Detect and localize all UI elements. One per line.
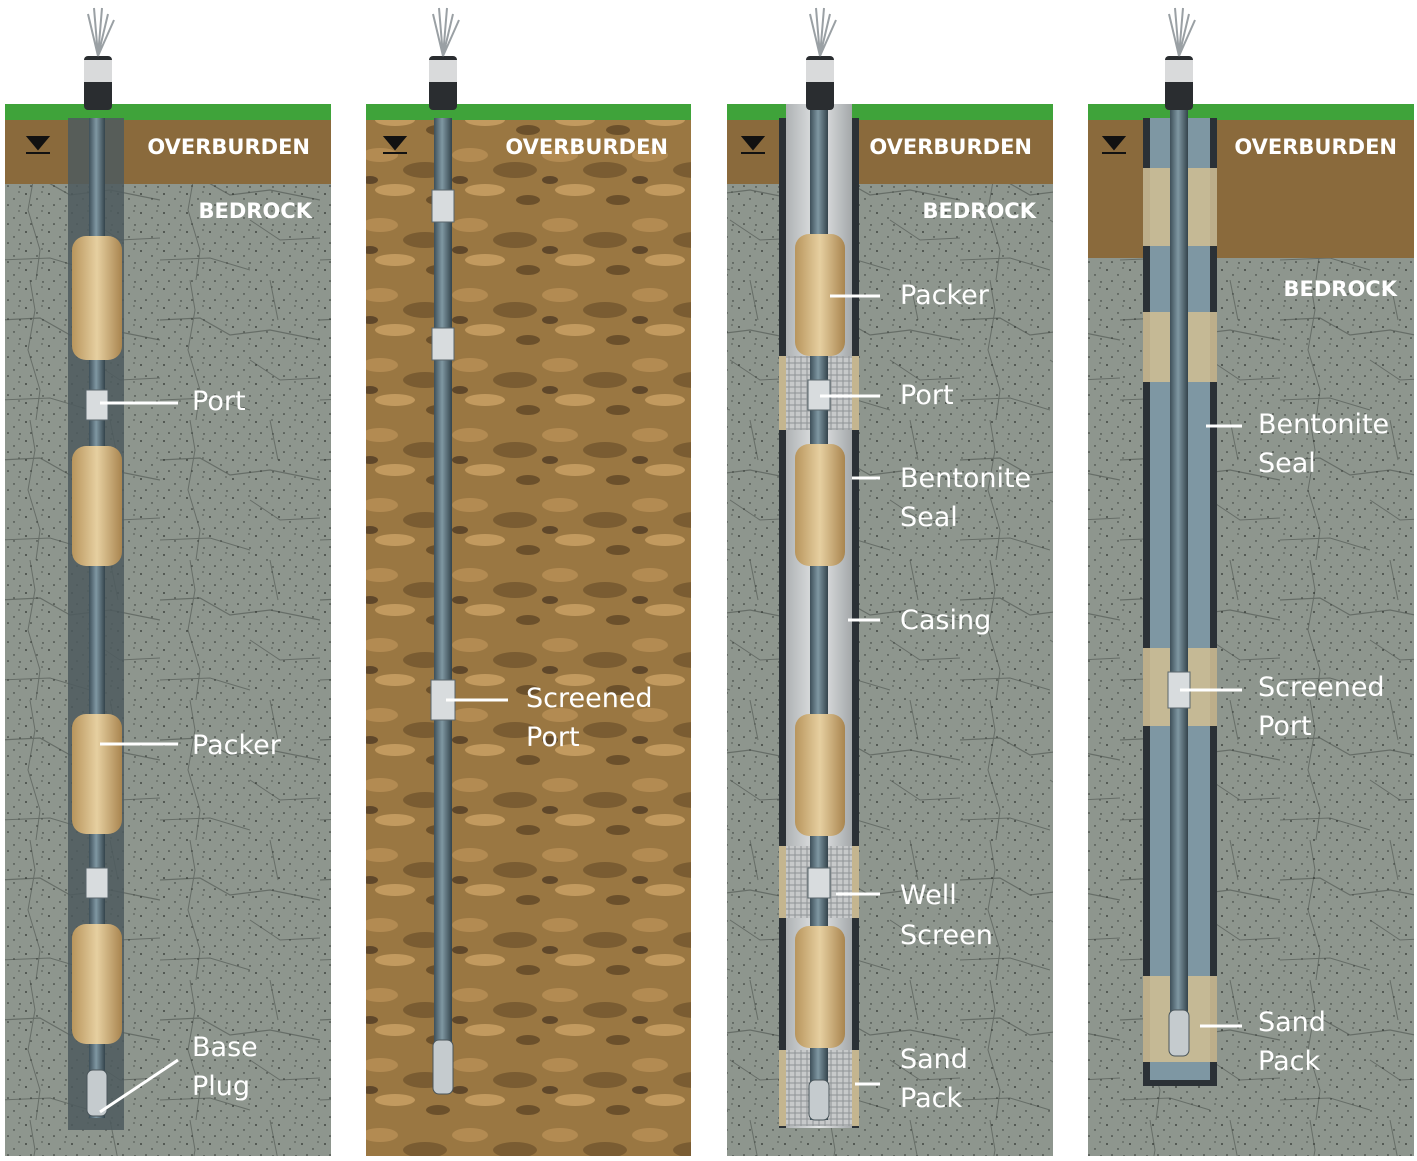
callout-screened-port-line1: Screened <box>526 683 653 714</box>
grass-strip <box>727 104 1053 120</box>
port-fitting-2 <box>85 867 109 899</box>
packer-3 <box>72 714 122 834</box>
riser-pipe <box>1170 104 1188 1054</box>
packer-2 <box>72 446 122 566</box>
coupling-2 <box>431 327 455 361</box>
callout-casing: Casing <box>900 605 991 636</box>
callout-packer: Packer <box>192 730 282 761</box>
callout-sand-pack-line2: Pack <box>1258 1046 1320 1077</box>
callout-screened-port-line2: Port <box>526 722 580 753</box>
tubing-bundle <box>432 7 460 57</box>
overburden-label: OVERBURDEN <box>147 135 310 159</box>
water-table-icon <box>740 136 766 154</box>
sand-pack-3 <box>779 846 786 918</box>
coupling-1 <box>431 189 455 223</box>
riser-pipe <box>434 118 452 1090</box>
overburden-label: OVERBURDEN <box>505 135 668 159</box>
callout-well-screen-line1: Well <box>900 880 957 911</box>
packer-4 <box>795 926 845 1048</box>
callout-sand-pack-line2: Pack <box>900 1083 962 1114</box>
base-plug <box>1168 1009 1190 1057</box>
leader-lines <box>99 294 1242 1114</box>
bedrock-speckle <box>5 182 331 1156</box>
bedrock-speckle <box>727 182 1053 1156</box>
callout-port: Port <box>900 380 954 411</box>
port-fitting-2 <box>807 867 831 899</box>
base-plug <box>432 1039 454 1095</box>
callout-bentonite-seal-line2: Seal <box>900 502 958 533</box>
sand-pack-2 <box>852 356 859 430</box>
tubing-bundle <box>1168 7 1196 57</box>
callout-sand-pack-line1: Sand <box>900 1044 968 1075</box>
bedrock-label: BEDROCK <box>923 199 1037 223</box>
callout-bentonite-seal-line1: Bentonite <box>1258 409 1389 440</box>
overburden-layer <box>5 118 331 184</box>
bedrock-speckle <box>1088 258 1414 1156</box>
bedrock-label: BEDROCK <box>1284 277 1398 301</box>
base-plug <box>86 1069 108 1117</box>
water-table-icon <box>382 136 408 154</box>
callout-base-plug-line1: Base <box>192 1032 258 1063</box>
tubing-bundle <box>87 7 115 57</box>
sand-pack-6 <box>852 1050 859 1126</box>
packer-3 <box>795 714 845 836</box>
overburden-layer <box>1088 118 1414 258</box>
packer-1 <box>795 234 845 356</box>
riser-pipe <box>810 104 828 1120</box>
overburden-label: OVERBURDEN <box>1234 135 1397 159</box>
panel-4 <box>1088 7 1414 1156</box>
panel-1 <box>5 7 331 1156</box>
sand-pack-1 <box>779 356 786 430</box>
grass-strip <box>366 104 691 120</box>
soil-layer <box>366 118 691 1156</box>
callout-port: Port <box>192 386 246 417</box>
water-table-icon <box>1101 136 1127 154</box>
leader-base-plug <box>99 1058 179 1114</box>
grass-strip <box>5 104 331 120</box>
callout-bentonite-seal-line2: Seal <box>1258 448 1316 479</box>
wellhead-band <box>806 60 834 82</box>
water-table-icon <box>25 136 51 154</box>
callout-sand-pack-line1: Sand <box>1258 1007 1326 1038</box>
panel-2 <box>366 7 691 1156</box>
wellhead-band <box>84 60 112 82</box>
wellhead-band <box>1165 60 1193 82</box>
wellhead-band <box>429 60 457 82</box>
overburden-label: OVERBURDEN <box>869 135 1032 159</box>
callout-packer: Packer <box>900 280 990 311</box>
grass-strip <box>1088 104 1414 120</box>
callout-base-plug-line2: Plug <box>192 1071 250 1102</box>
packer-4 <box>72 924 122 1044</box>
callout-screened-port-line2: Port <box>1258 711 1312 742</box>
sand-pack-5 <box>779 1050 786 1126</box>
sand-pack-4 <box>852 846 859 918</box>
port-fitting <box>85 389 109 421</box>
packer-2 <box>795 444 845 566</box>
callout-screened-port-line1: Screened <box>1258 672 1385 703</box>
packer-1 <box>72 236 122 360</box>
tubing-bundle <box>809 7 837 57</box>
callout-well-screen-line2: Screen <box>900 920 993 951</box>
bedrock-label: BEDROCK <box>199 199 313 223</box>
panel-3 <box>727 7 1053 1156</box>
base-plug <box>808 1079 830 1121</box>
callout-bentonite-seal-line1: Bentonite <box>900 463 1031 494</box>
